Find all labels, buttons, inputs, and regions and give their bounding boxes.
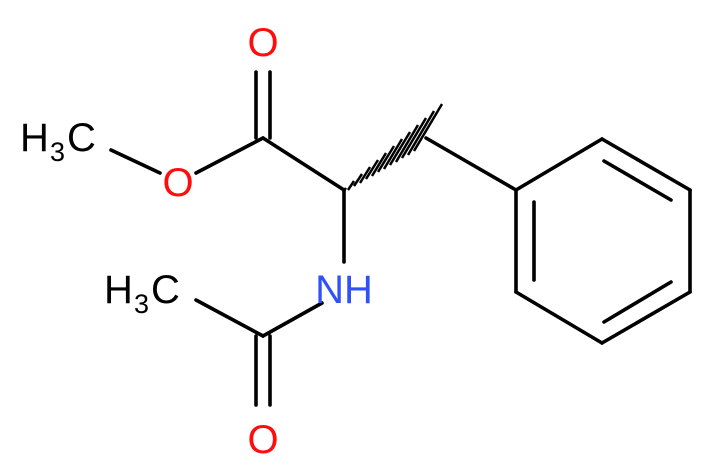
ch3-methoxy-h: H: [20, 116, 49, 160]
bond-n-camide: [261, 301, 324, 338]
ch3-methoxy-c: C: [67, 116, 96, 160]
bond-camide-ch3: [194, 298, 265, 338]
ch3-acetyl-h: H: [104, 268, 133, 312]
bond-oester-ch3: [109, 148, 162, 175]
atom-o-ester: O: [162, 161, 193, 205]
atom-ch3-methoxy: H 3 C: [20, 116, 96, 167]
atom-o-amide-carbonyl: O: [247, 418, 278, 462]
atom-nh: NH: [315, 268, 373, 312]
bond-c-calpha: [261, 136, 346, 192]
atom-o-ester-carbonyl: O: [247, 21, 278, 65]
bond-ch2-phenyl: [424, 136, 518, 192]
bond-c-oester: [194, 136, 265, 175]
ch3-acetyl-subscript: 3: [134, 289, 149, 319]
atom-ch3-acetyl: H 3 C: [104, 268, 180, 319]
ch3-methoxy-subscript: 3: [50, 137, 65, 167]
phenyl-ring: [514, 137, 692, 345]
ch3-acetyl-c: C: [151, 268, 180, 312]
stereo-hashed-wedge: [342, 103, 444, 193]
